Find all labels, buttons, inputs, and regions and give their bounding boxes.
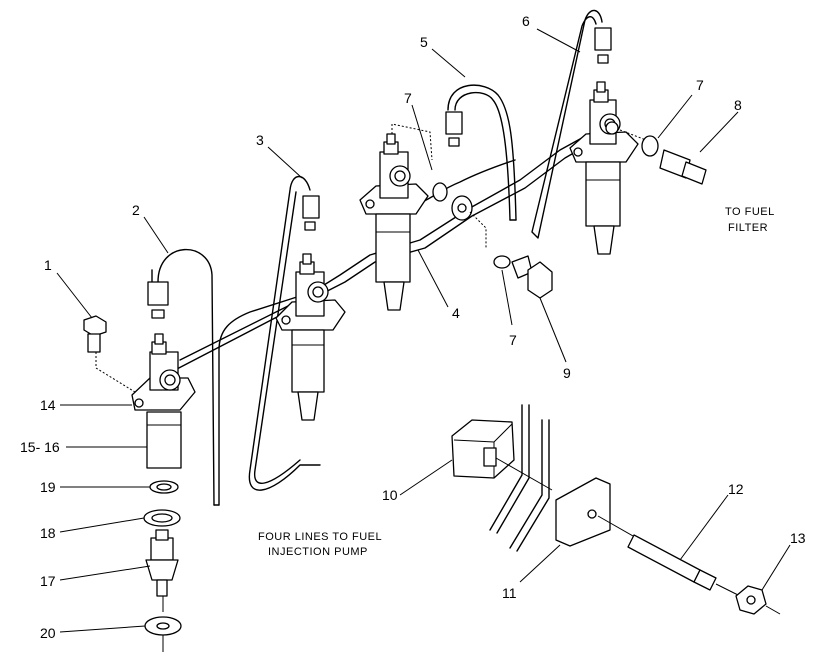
callout-1: 1 bbox=[44, 257, 52, 273]
injector-1 bbox=[131, 281, 196, 469]
callout-2: 2 bbox=[132, 202, 140, 218]
injector-1-parts bbox=[143, 480, 182, 652]
diagram-notes: TO FUEL FILTER FOUR LINES TO FUEL INJECT… bbox=[258, 206, 775, 558]
bolt-1 bbox=[83, 315, 136, 393]
callout-8: 8 bbox=[734, 97, 742, 113]
callout-7a: 7 bbox=[404, 90, 412, 106]
fuel-line-6 bbox=[531, 9, 603, 239]
callout-12: 12 bbox=[728, 481, 744, 497]
clamp-assembly bbox=[451, 419, 781, 615]
callout-4: 4 bbox=[452, 305, 460, 321]
callout-14: 14 bbox=[40, 397, 56, 413]
callout-10: 10 bbox=[382, 487, 398, 503]
fuel-line-2 bbox=[151, 248, 301, 506]
banjo-fittings bbox=[432, 121, 707, 299]
callout-17: 17 bbox=[40, 573, 56, 589]
callout-19: 19 bbox=[40, 479, 56, 495]
injector-2 bbox=[275, 195, 346, 421]
callout-9: 9 bbox=[563, 365, 571, 381]
note-fuel-filter-2: FILTER bbox=[728, 222, 768, 234]
callout-labels: 1 2 3 4 5 6 7 7 7 8 9 10 11 12 13 14 15-… bbox=[20, 13, 806, 641]
note-lines-1: FOUR LINES TO FUEL bbox=[258, 531, 382, 543]
callout-13: 13 bbox=[790, 530, 806, 546]
callout-6: 6 bbox=[522, 13, 530, 29]
callout-7b: 7 bbox=[696, 77, 704, 93]
injector-4 bbox=[569, 27, 639, 255]
callout-11: 11 bbox=[502, 585, 517, 601]
fuel-lines bbox=[151, 9, 606, 552]
note-lines-2: INJECTION PUMP bbox=[268, 546, 368, 558]
note-fuel-filter-1: TO FUEL bbox=[725, 206, 775, 218]
callout-15-16: 15- 16 bbox=[20, 439, 60, 455]
clip-lines bbox=[489, 404, 550, 552]
callout-18: 18 bbox=[40, 525, 56, 541]
callout-20: 20 bbox=[40, 625, 56, 641]
injector-3 bbox=[359, 111, 463, 311]
fuel-line-5 bbox=[447, 84, 517, 221]
callout-7c: 7 bbox=[509, 332, 517, 348]
callout-5: 5 bbox=[420, 34, 428, 50]
leader-lines bbox=[56, 28, 791, 633]
callout-3: 3 bbox=[256, 132, 264, 148]
